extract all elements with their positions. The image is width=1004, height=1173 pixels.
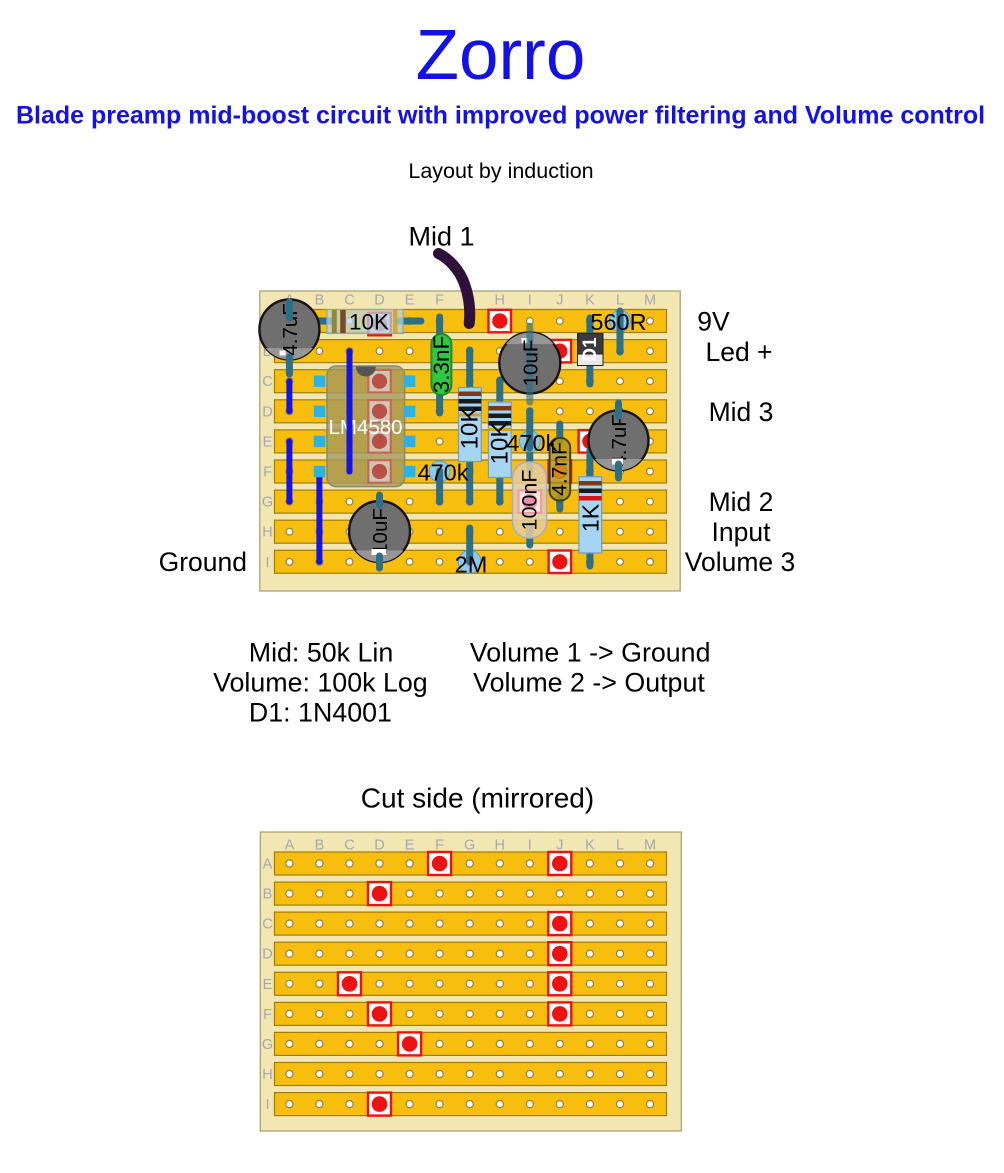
svg-text:100nF: 100nF (517, 470, 541, 531)
svg-text:Led +: Led + (705, 337, 772, 367)
svg-text:D: D (262, 947, 272, 963)
svg-text:G: G (262, 495, 273, 511)
svg-text:F: F (435, 838, 444, 854)
svg-text:D: D (374, 293, 384, 309)
svg-text:B: B (263, 887, 273, 903)
svg-text:4.7nF: 4.7nF (548, 442, 571, 496)
svg-text:9V: 9V (697, 307, 730, 337)
svg-text:Volume 1 -> Ground: Volume 1 -> Ground (470, 638, 711, 668)
svg-text:J: J (556, 293, 563, 309)
svg-text:2M: 2M (455, 552, 488, 578)
svg-text:Mid: 50k Lin: Mid: 50k Lin (249, 638, 393, 668)
svg-text:Blade preamp mid-boost circuit: Blade preamp mid-boost circuit with impr… (16, 102, 985, 130)
svg-text:10uF: 10uF (369, 508, 392, 555)
svg-text:Volume: 100k Log: Volume: 100k Log (213, 668, 428, 698)
svg-text:560R: 560R (590, 309, 646, 335)
svg-text:K: K (585, 293, 595, 309)
svg-text:I: I (528, 293, 532, 309)
svg-text:4.7uF: 4.7uF (608, 414, 631, 466)
svg-text:I: I (265, 1097, 269, 1113)
svg-text:A: A (263, 857, 273, 873)
svg-text:D: D (262, 404, 272, 420)
svg-text:F: F (263, 465, 272, 481)
svg-text:Mid 1: Mid 1 (408, 222, 474, 252)
svg-text:I: I (265, 555, 269, 571)
svg-text:H: H (495, 838, 505, 854)
svg-text:G: G (262, 1037, 273, 1053)
svg-text:C: C (262, 917, 272, 933)
svg-text:E: E (405, 293, 415, 309)
svg-text:Input: Input (712, 517, 772, 547)
svg-text:M: M (644, 293, 656, 309)
svg-text:C: C (344, 293, 354, 309)
svg-text:L: L (616, 293, 624, 309)
svg-text:4.7uF: 4.7uF (279, 303, 302, 355)
svg-text:3.3nF: 3.3nF (429, 336, 454, 394)
svg-text:LM4580: LM4580 (328, 416, 402, 439)
svg-text:H: H (262, 1067, 272, 1083)
svg-text:Ground: Ground (159, 547, 247, 577)
svg-text:10K: 10K (486, 422, 513, 465)
svg-text:F: F (435, 293, 444, 309)
svg-text:10K: 10K (349, 310, 389, 335)
svg-text:K: K (585, 838, 595, 854)
svg-text:E: E (263, 977, 273, 993)
svg-text:C: C (344, 838, 354, 854)
svg-text:G: G (464, 838, 475, 854)
svg-text:M: M (644, 838, 656, 854)
svg-text:B: B (315, 838, 325, 854)
svg-text:Zorro: Zorro (416, 16, 586, 95)
svg-text:A: A (285, 838, 295, 854)
svg-text:Layout by induction: Layout by induction (408, 159, 593, 183)
svg-text:1K: 1K (577, 503, 603, 532)
svg-text:Volume 3: Volume 3 (685, 547, 796, 577)
svg-text:J: J (556, 838, 563, 854)
svg-text:H: H (262, 525, 272, 541)
svg-text:Cut side (mirrored): Cut side (mirrored) (361, 783, 594, 814)
svg-text:H: H (495, 293, 505, 309)
svg-text:470k: 470k (418, 460, 469, 486)
svg-text:D1: D1 (580, 337, 601, 362)
svg-text:F: F (263, 1007, 272, 1023)
svg-text:D1: 1N4001: D1: 1N4001 (249, 698, 392, 728)
svg-text:B: B (315, 293, 325, 309)
svg-text:470k: 470k (506, 430, 557, 456)
svg-text:L: L (616, 838, 624, 854)
svg-text:Mid 2: Mid 2 (709, 487, 774, 517)
svg-text:Volume 2 -> Output: Volume 2 -> Output (473, 668, 705, 698)
svg-text:10K: 10K (456, 407, 483, 450)
svg-text:C: C (262, 374, 272, 390)
svg-text:Mid 3: Mid 3 (709, 397, 774, 427)
svg-text:I: I (528, 838, 532, 854)
svg-text:B: B (263, 344, 273, 360)
svg-text:10uF: 10uF (519, 340, 542, 387)
svg-text:E: E (405, 838, 415, 854)
svg-text:E: E (263, 434, 273, 450)
svg-text:D: D (374, 838, 384, 854)
